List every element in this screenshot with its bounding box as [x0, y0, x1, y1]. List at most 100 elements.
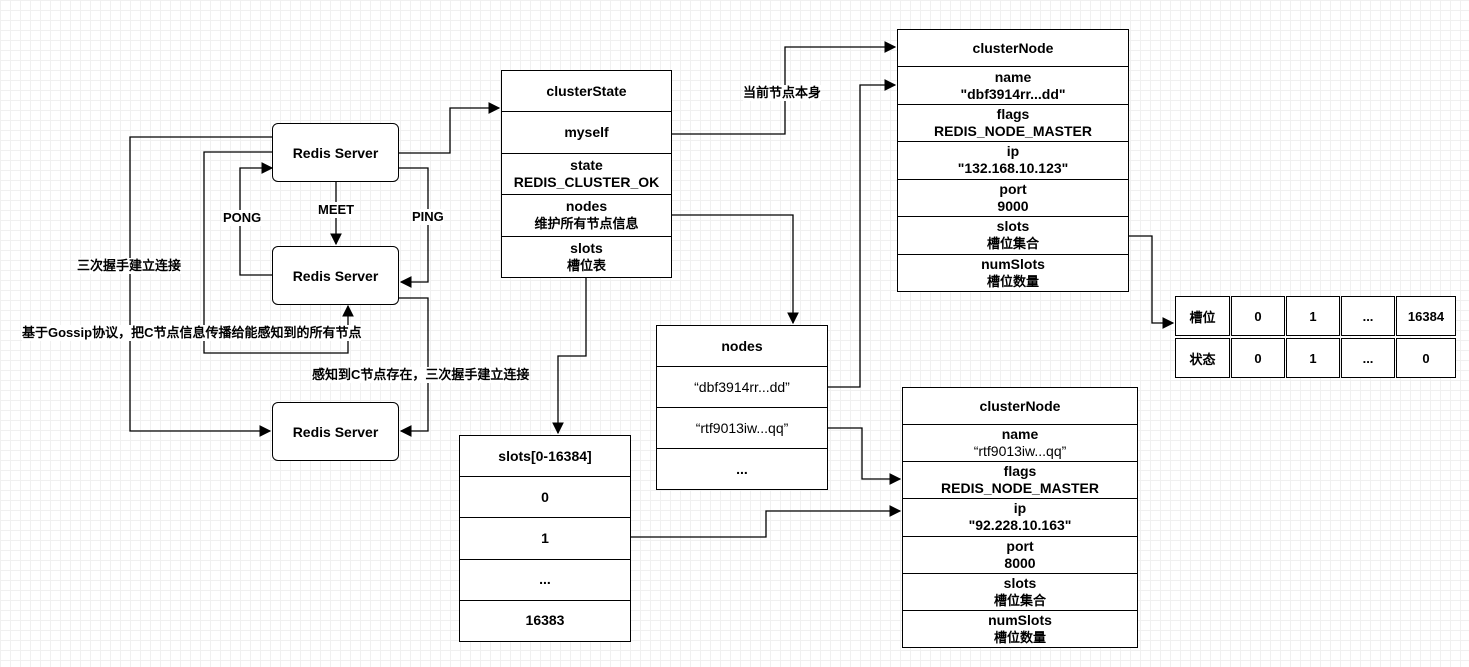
gossip-label: 基于Gossip协议，把C节点信息传播给能感知到的所有节点 [22, 325, 362, 341]
redis-server-c: Redis Server [272, 402, 399, 461]
cluster-node-top-flags-value: REDIS_NODE_MASTER [934, 123, 1092, 140]
cluster-node-bottom-slots: slots 槽位集合 [903, 572, 1137, 610]
slots-array-item-text: ... [539, 571, 551, 588]
cluster-node-bottom-flags: flags REDIS_NODE_MASTER [903, 461, 1137, 498]
nodes-arrow [672, 214, 799, 325]
bitmap-cell-text: 0 [1254, 308, 1262, 324]
dbf-key-arrow [828, 79, 897, 388]
cluster-node-bottom-numslots: numSlots 槽位数量 [903, 609, 1137, 647]
cluster-node-top-name-label: name [994, 68, 1032, 85]
redis-server-b-label: Redis Server [292, 267, 379, 284]
bitmap-cell-text: ... [1362, 308, 1374, 324]
slots-array-item: 16383 [460, 599, 630, 641]
cluster-state-title: clusterState [502, 71, 671, 111]
cluster-node-top-numslots: numSlots 槽位数量 [898, 253, 1128, 291]
cluster-node-bottom-title-text: clusterNode [979, 397, 1061, 414]
cluster-node-top-ip-label: ip [1006, 143, 1020, 160]
cluster-node-bottom-title: clusterNode [903, 388, 1137, 424]
cluster-node-top-port: port 9000 [898, 178, 1128, 216]
slot-one-arrow [631, 505, 902, 538]
bitmap-cell-text: 1 [1309, 350, 1317, 366]
cluster-node-bottom-table: clusterNode name “rtf9013iw...qq” flags … [902, 387, 1138, 648]
cluster-node-top-name: name "dbf3914rr...dd" [898, 66, 1128, 103]
cluster-node-top-title: clusterNode [898, 30, 1128, 66]
redis-server-b: Redis Server [272, 246, 399, 305]
cluster-state-myself: myself [502, 111, 671, 152]
cluster-node-bottom-numslots-desc: 槽位数量 [993, 629, 1046, 645]
server-to-state-arrow [399, 102, 501, 154]
nodes-dict-table: nodes “dbf3914rr...dd” “rtf9013iw...qq” … [656, 325, 828, 490]
meet-label: MEET [318, 202, 355, 218]
cluster-state-state-label: state [570, 157, 603, 174]
cluster-state-nodes-label: nodes [565, 198, 608, 215]
cluster-node-top-title-text: clusterNode [972, 39, 1054, 56]
ping-arrow [399, 167, 429, 288]
cluster-node-bottom-slots-label: slots [1003, 574, 1037, 591]
cluster-state-slots-desc: 槽位表 [566, 257, 606, 273]
bitmap-cell-text: ... [1362, 350, 1374, 366]
cluster-node-top-numslots-desc: 槽位数量 [986, 273, 1039, 289]
cluster-state-nodes: nodes 维护所有节点信息 [502, 194, 671, 235]
cluster-node-bottom-port-value: 8000 [1004, 554, 1036, 571]
slots-arrow [552, 278, 587, 435]
sense-arrow [399, 297, 429, 437]
cluster-node-bottom-name-label: name [1001, 426, 1039, 443]
nodes-dict-key-2-text: “rtf9013iw...qq” [695, 419, 789, 436]
bitmap-cell: 16384 [1396, 296, 1456, 336]
bitmap-cell-text: 0 [1254, 350, 1262, 366]
cluster-node-bottom-slots-desc: 槽位集合 [993, 592, 1046, 608]
bitmap-cell-text: 16384 [1407, 308, 1445, 324]
cluster-node-top-port-label: port [999, 180, 1027, 197]
cluster-state-table: clusterState myself state REDIS_CLUSTER_… [501, 70, 672, 278]
nodes-dict-key-1: “dbf3914rr...dd” [657, 366, 827, 407]
redis-server-c-label: Redis Server [292, 423, 379, 440]
cluster-state-nodes-desc: 维护所有节点信息 [534, 216, 639, 232]
cluster-node-top-flags-label: flags [996, 106, 1030, 123]
bitmap-cell: 1 [1286, 338, 1340, 378]
bitmap-cell-text: 0 [1422, 350, 1430, 366]
bitmap-header-slot: 槽位 [1175, 296, 1230, 336]
cluster-node-top-ip-value: "132.168.10.123" [957, 160, 1069, 177]
ping-label: PING [412, 209, 444, 225]
slots-array-table: slots[0-16384] 0 1 ... 16383 [459, 435, 631, 642]
nodes-dict-title-text: nodes [721, 337, 763, 354]
nodes-dict-more: ... [657, 448, 827, 489]
cluster-node-bottom-port-label: port [1006, 537, 1034, 554]
cluster-node-top-table: clusterNode name "dbf3914rr...dd" flags … [897, 29, 1129, 292]
redis-server-a-label: Redis Server [292, 144, 379, 161]
bitmap-header-state-text: 状态 [1189, 351, 1216, 367]
cluster-node-top-slots-desc: 槽位集合 [986, 236, 1039, 252]
bitmap-cell: ... [1341, 296, 1395, 336]
slots-array-title: slots[0-16384] [460, 436, 630, 476]
bitmap-cell: 1 [1286, 296, 1340, 336]
bitmap-header-state: 状态 [1175, 338, 1230, 378]
cluster-node-top-name-value: "dbf3914rr...dd" [960, 85, 1066, 102]
slots-array-item: 1 [460, 517, 630, 558]
slots-array-item-text: 1 [541, 530, 549, 546]
slots-array-item: ... [460, 558, 630, 600]
cluster-node-bottom-flags-value: REDIS_NODE_MASTER [941, 480, 1099, 497]
cluster-node-bottom-port: port 8000 [903, 535, 1137, 573]
cluster-node-top-flags: flags REDIS_NODE_MASTER [898, 103, 1128, 141]
bitmap-cell: ... [1341, 338, 1395, 378]
nodes-dict-title: nodes [657, 326, 827, 366]
pong-label: PONG [223, 210, 262, 226]
cluster-state-slots-label: slots [570, 239, 603, 256]
sense-label: 感知到C节点存在，三次握手建立连接 [312, 367, 530, 383]
cluster-node-bottom-ip-value: "92.228.10.163" [968, 517, 1072, 534]
cluster-node-bottom-flags-label: flags [1003, 463, 1037, 480]
bitmap-cell: 0 [1231, 338, 1285, 378]
slots-array-item-text: 16383 [525, 612, 565, 629]
handshake-arrow [129, 136, 272, 437]
cluster-node-top-slots: slots 槽位集合 [898, 216, 1128, 253]
cluster-node-top-ip: ip "132.168.10.123" [898, 141, 1128, 178]
slots-array-item-text: 0 [541, 488, 549, 505]
nodes-dict-key-1-text: “dbf3914rr...dd” [694, 378, 790, 395]
cluster-node-top-numslots-label: numSlots [981, 255, 1045, 272]
cluster-node-top-port-value: 9000 [997, 197, 1029, 214]
cluster-state-myself-text: myself [564, 124, 609, 141]
bitmap-header-slot-text: 槽位 [1189, 309, 1216, 325]
cluster-node-bottom-ip-label: ip [1013, 500, 1027, 517]
bitmap-cell: 0 [1396, 338, 1456, 378]
